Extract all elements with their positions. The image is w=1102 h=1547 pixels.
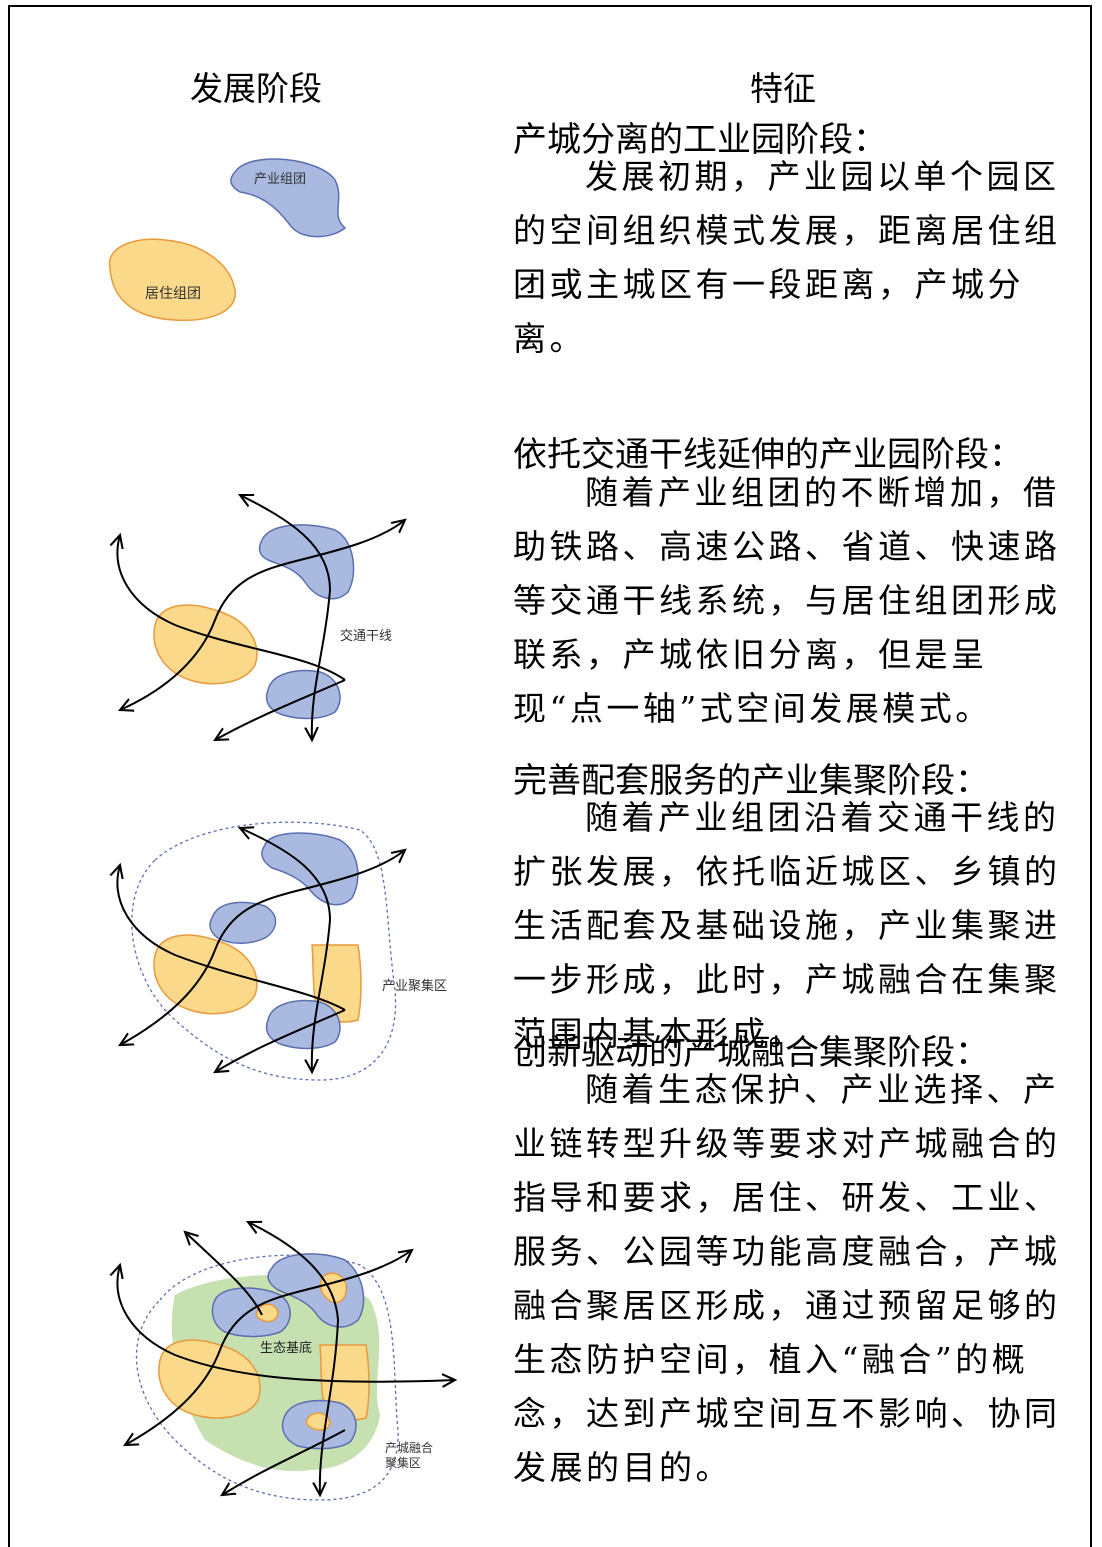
fusion-cluster-label-line2: 聚集区 — [385, 1455, 421, 1470]
residence-cluster-label: 居住组团 — [145, 286, 201, 302]
stage-2-text: 随着产业组团的不断增加，借助铁路、高速公路、省道、快速路等交通干线系统，与居住组… — [513, 473, 1061, 728]
stage-3-title: 完善配套服务的产业集聚阶段： — [513, 761, 989, 801]
traffic-line — [215, 679, 346, 740]
residence-cluster-shape — [108, 238, 236, 321]
stage-4-text: 随着生态保护、产业选择、产业链转型升级等要求对产城融合的指导和要求，居住、研发、… — [513, 1070, 1061, 1487]
traffic-line — [248, 1222, 340, 1495]
traffic-line — [240, 495, 332, 740]
fusion-cluster-label-line1: 产城融合 — [385, 1440, 433, 1455]
stage-4-diagram: 生态基底 产城融合 聚集区 — [117, 1222, 455, 1501]
header-stage: 发展阶段 — [190, 69, 322, 108]
traffic-line — [240, 828, 332, 1072]
stage-1-text: 发展初期，产业园以单个园区的空间组织模式发展，距离居住组团或主城区有一段距离，产… — [513, 157, 1061, 358]
eco-base-label: 生态基底 — [260, 1340, 312, 1356]
header-feature: 特征 — [750, 69, 816, 108]
industry-cluster-shape — [265, 999, 341, 1050]
traffic-line — [222, 1429, 346, 1495]
traffic-label: 交通干线 — [340, 628, 392, 644]
industry-cluster-shape — [258, 524, 355, 600]
traffic-line — [185, 1232, 263, 1316]
stage-4-title: 创新驱动的产城融合集聚阶段： — [513, 1033, 989, 1073]
cluster-label: 产业聚集区 — [382, 978, 447, 994]
stage-1-diagram: 产业组团 居住组团 — [108, 158, 347, 321]
stage-3-text: 随着产业组团沿着交通干线的扩张发展，依托临近城区、乡镇的生活配套及基础设施，产业… — [513, 798, 1061, 1053]
stage-2-diagram: 交通干线 — [117, 495, 405, 740]
industry-cluster-shape — [230, 158, 347, 238]
stage-3-diagram: 产业聚集区 — [117, 821, 447, 1081]
page-frame — [8, 5, 1092, 1547]
residence-cluster-shape — [255, 1303, 279, 1323]
traffic-line — [215, 1009, 346, 1072]
industry-cluster-shape — [265, 669, 341, 720]
stage-2-title: 依托交通干线延伸的产业园阶段： — [513, 435, 1023, 475]
industry-cluster-shape — [261, 832, 359, 906]
industry-cluster-label: 产业组团 — [254, 172, 306, 187]
residence-cluster-shape — [153, 934, 258, 1015]
stage-1-title: 产城分离的工业园阶段： — [513, 120, 887, 160]
